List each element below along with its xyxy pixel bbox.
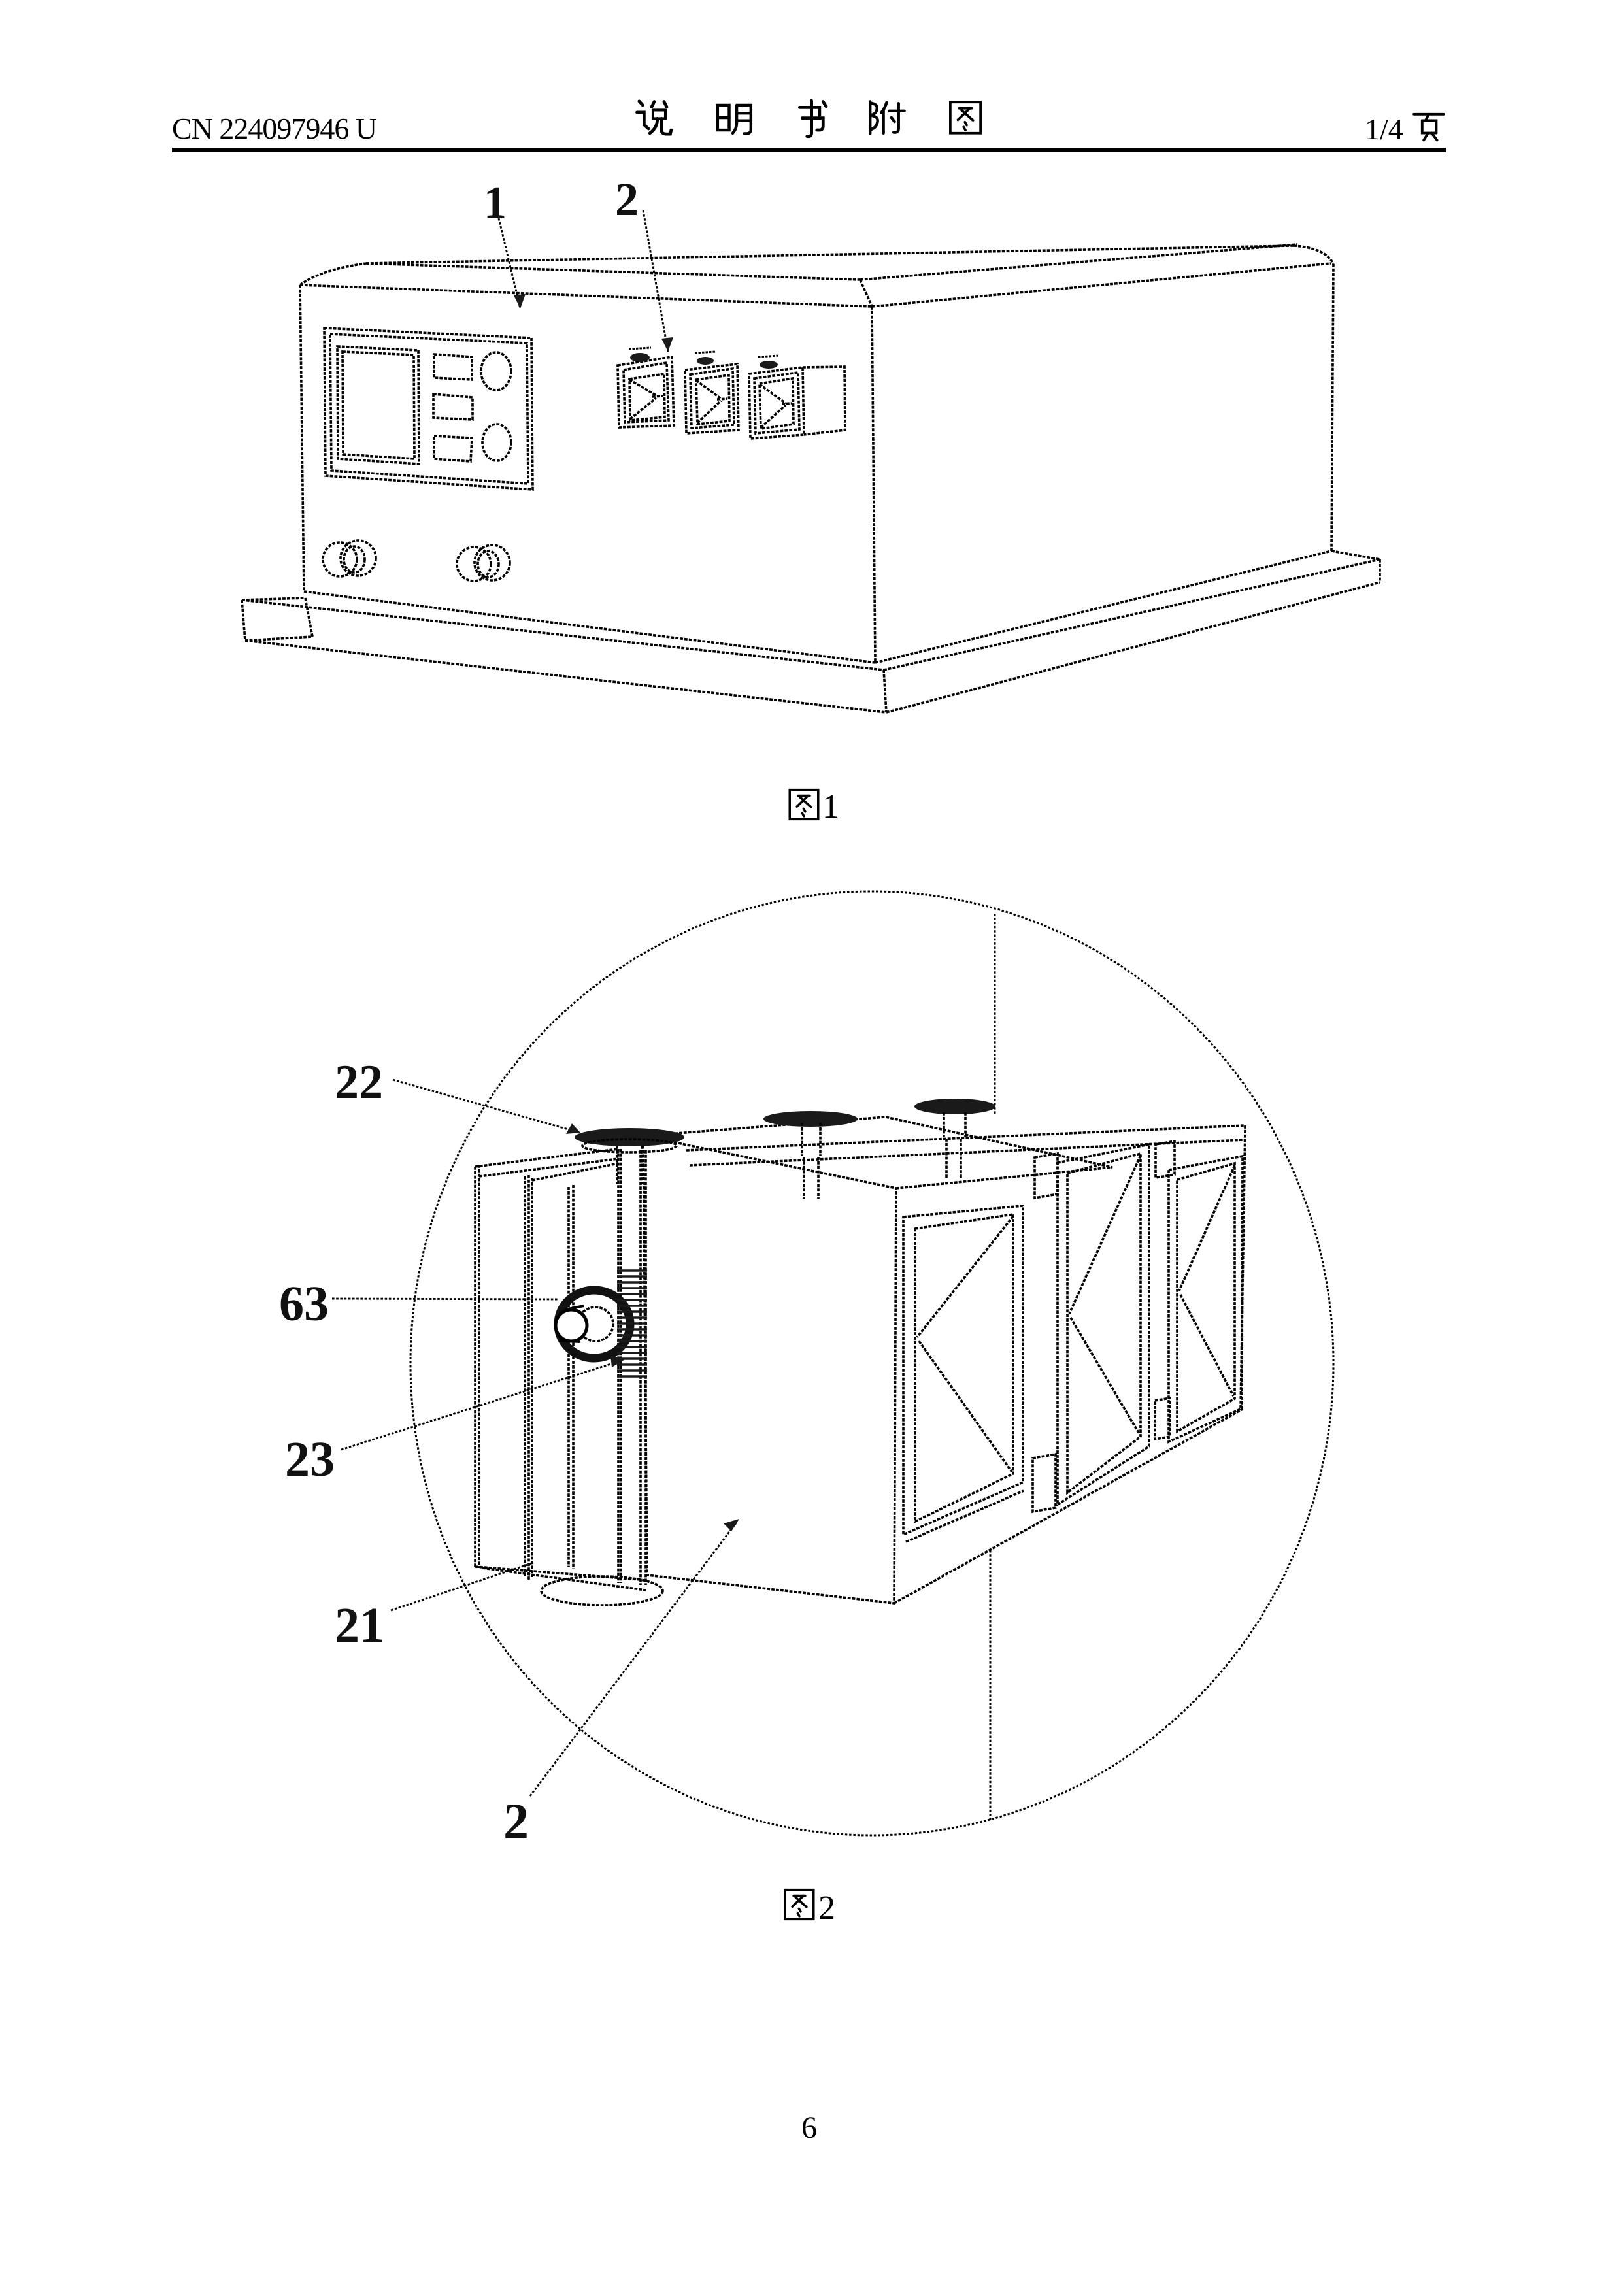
svg-text:CN 224097946 U: CN 224097946 U <box>172 112 377 145</box>
svg-text:1/4: 1/4 <box>1365 112 1403 146</box>
svg-text:1: 1 <box>484 178 507 228</box>
svg-text:2: 2 <box>503 1793 529 1850</box>
svg-text:22: 22 <box>335 1056 383 1109</box>
svg-text:63: 63 <box>279 1276 329 1331</box>
svg-text:21: 21 <box>335 1598 384 1653</box>
svg-text:2: 2 <box>615 173 639 225</box>
svg-text:6: 6 <box>801 2110 817 2145</box>
svg-text:23: 23 <box>285 1432 335 1487</box>
svg-text:2: 2 <box>818 1889 835 1927</box>
svg-text:1: 1 <box>822 788 839 825</box>
